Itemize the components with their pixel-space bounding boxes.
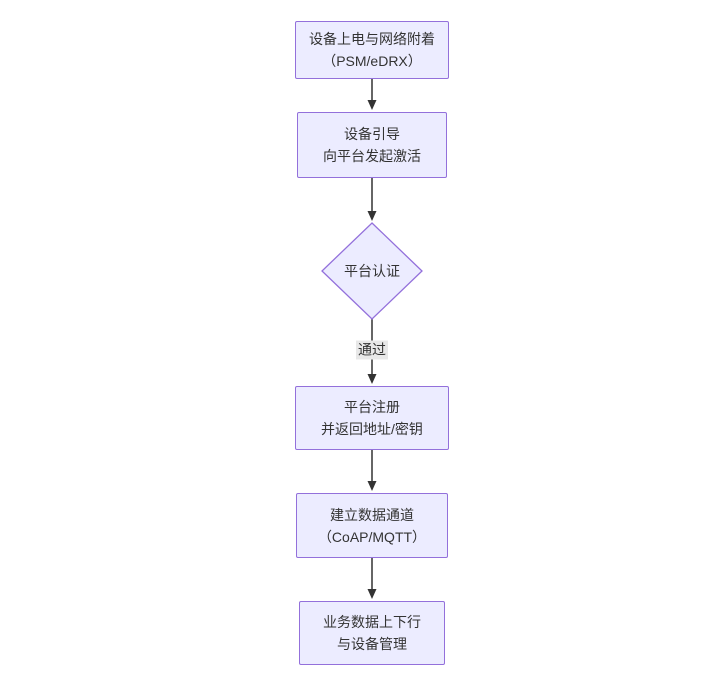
- edge-channel-to-business: [367, 558, 377, 599]
- edge-bootstrap-to-auth: [367, 178, 377, 221]
- arrowhead-icon: [367, 374, 377, 384]
- node-line: 向平台发起激活: [323, 148, 421, 164]
- node-line: 业务数据上下行: [323, 614, 421, 630]
- arrowhead-icon: [367, 589, 377, 599]
- edge-register-to-channel: [367, 450, 377, 491]
- node-register: 平台注册 并返回地址/密钥: [295, 386, 449, 450]
- edge-power-to-bootstrap: [367, 79, 377, 110]
- edge-label-pass: 通过: [356, 340, 388, 360]
- arrowhead-icon: [367, 481, 377, 491]
- node-data-channel: 建立数据通道 （CoAP/MQTT）: [296, 493, 448, 558]
- arrowhead-icon: [367, 100, 377, 110]
- node-platform-auth-label: 平台认证: [344, 263, 400, 279]
- node-line: 建立数据通道: [330, 506, 414, 523]
- node-line: 平台注册: [344, 399, 400, 415]
- node-line: 并返回地址/密钥: [321, 421, 423, 437]
- node-line: 设备上电与网络附着: [309, 31, 435, 47]
- node-platform-auth-shape: [321, 222, 423, 320]
- node-line: （PSM/eDRX）: [322, 53, 422, 69]
- node-line: 与设备管理: [337, 636, 407, 652]
- node-line: （CoAP/MQTT）: [317, 528, 427, 545]
- node-bootstrap: 设备引导 向平台发起激活: [297, 112, 447, 178]
- arrowhead-icon: [367, 211, 377, 221]
- node-line: 设备引导: [344, 126, 400, 142]
- node-power-attach: 设备上电与网络附着 （PSM/eDRX）: [295, 21, 449, 79]
- node-business: 业务数据上下行 与设备管理: [299, 601, 445, 665]
